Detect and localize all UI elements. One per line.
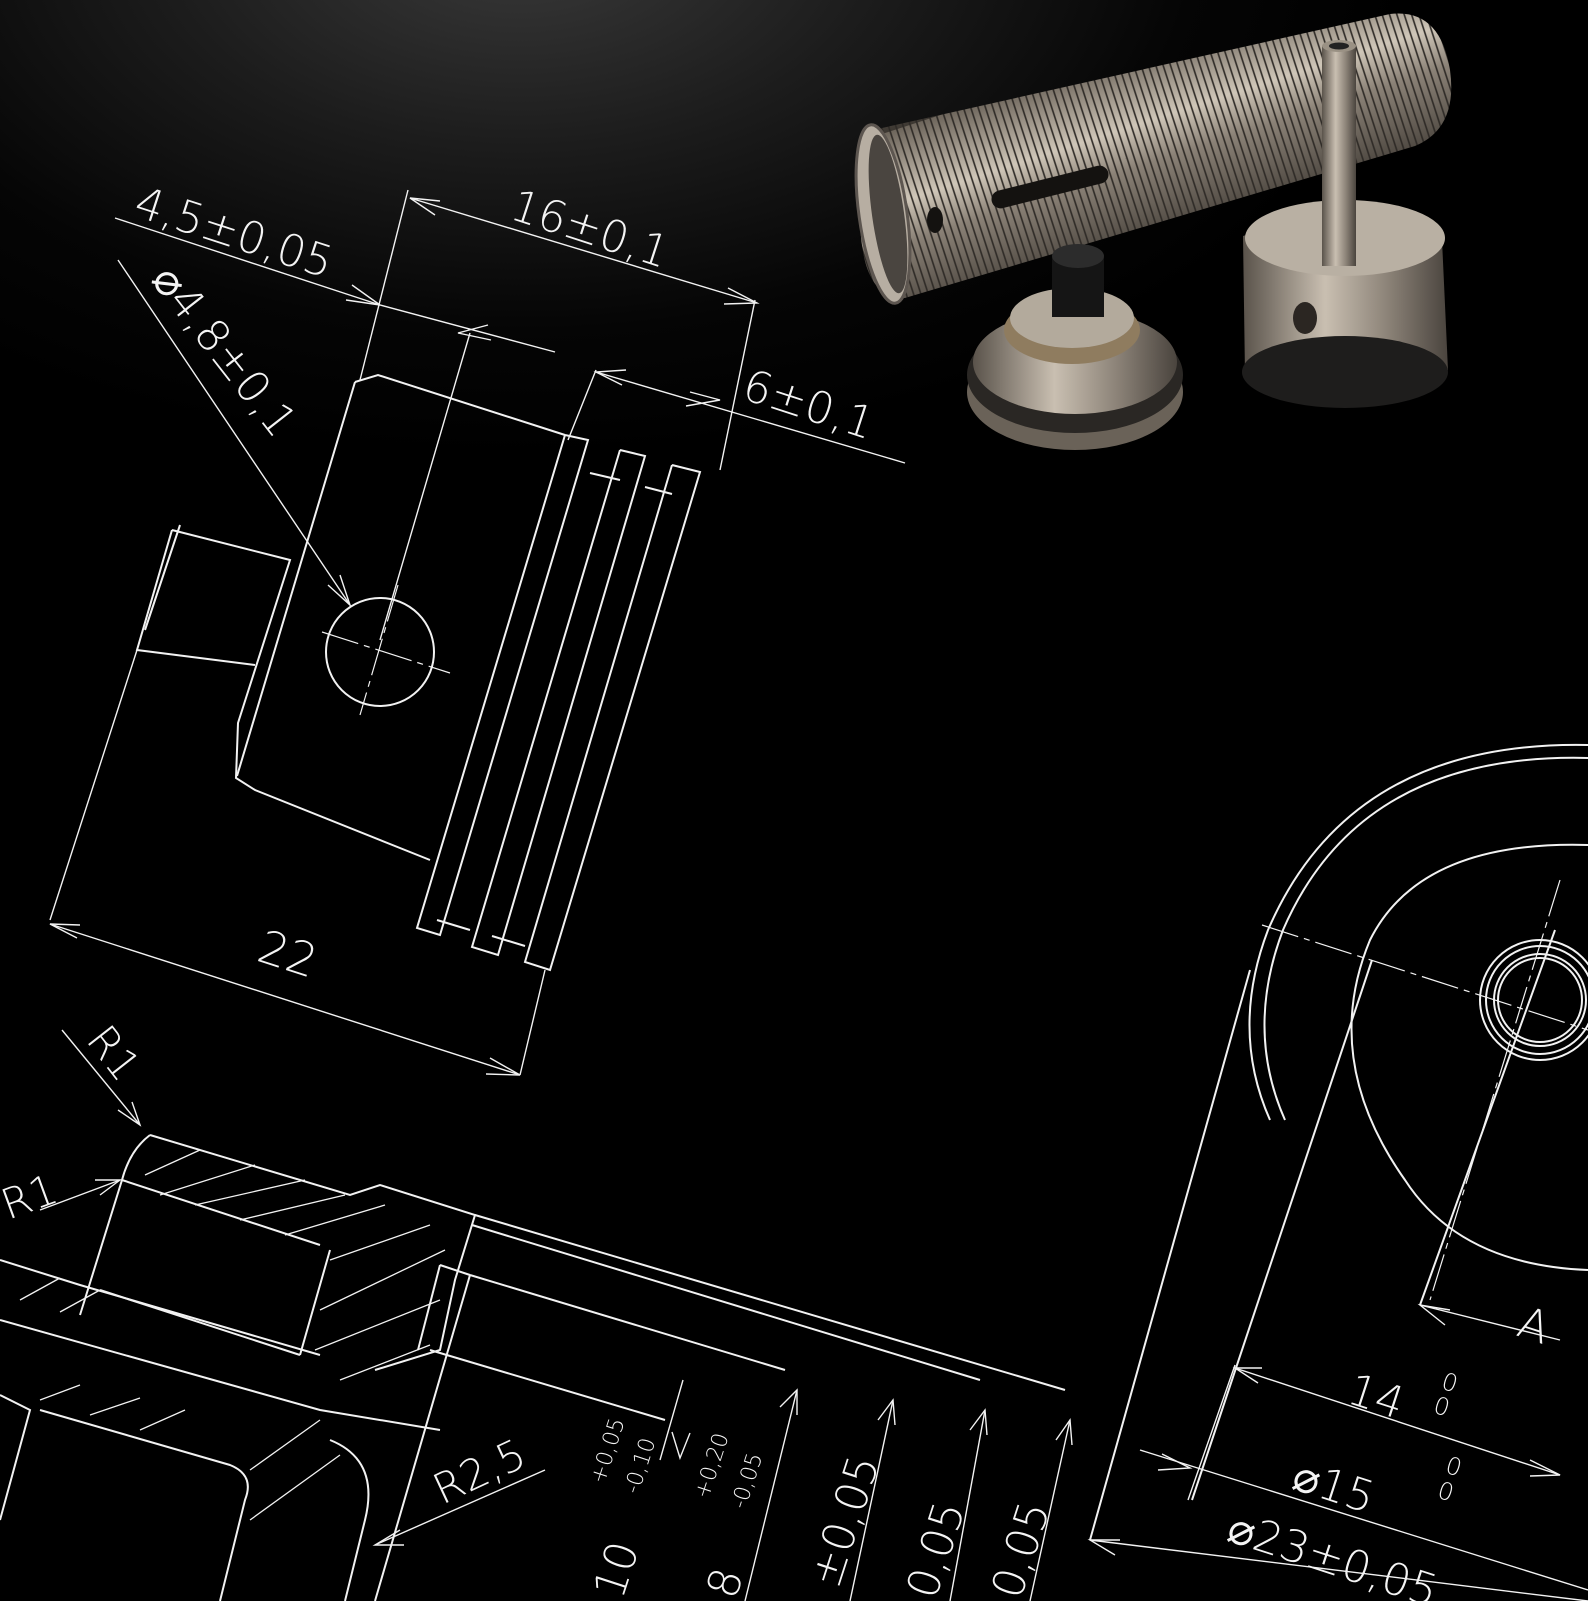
dim-tol-b: 0,05	[897, 1495, 976, 1601]
dim-6: 6±0,1	[737, 360, 881, 450]
dim-23: ⌀23±0,05	[1222, 1502, 1444, 1601]
cylinder-photo	[854, 13, 1452, 305]
hatching	[19, 1149, 446, 1521]
dim-14-tol-dn: 0	[1430, 1391, 1453, 1422]
section-label-a: A	[1512, 1297, 1556, 1355]
dim-r2-5: R2,5	[426, 1429, 534, 1514]
dim-8-tol-dn: -0,05	[727, 1450, 768, 1512]
dim-8: 8	[697, 1562, 754, 1601]
dim-14: 14	[1342, 1364, 1411, 1430]
dim-r1-a: R1	[77, 1016, 150, 1090]
piston-head-photo	[967, 244, 1183, 450]
dim-15-tol-dn: 0	[1434, 1476, 1457, 1507]
dim-tol-c: 0,05	[982, 1495, 1061, 1601]
dim-22: 22	[252, 919, 324, 988]
cylinder-head-photo	[1242, 40, 1448, 408]
round-part-drawing	[1087, 743, 1588, 1601]
dim-15: ⌀15	[1287, 1450, 1381, 1524]
dim-r1-b: R1	[0, 1164, 64, 1229]
parts-photo	[854, 13, 1452, 450]
piston-drawing	[49, 189, 906, 1076]
dim-8-tol-up: +0,20	[690, 1430, 735, 1502]
dim-10: 10	[584, 1535, 650, 1601]
dim-tol-a: ±0,05	[800, 1449, 890, 1593]
dim-10-tol-dn: -0,10	[620, 1435, 661, 1497]
dim-16: 16±0,1	[505, 180, 676, 279]
section-drawing	[0, 1029, 1073, 1601]
